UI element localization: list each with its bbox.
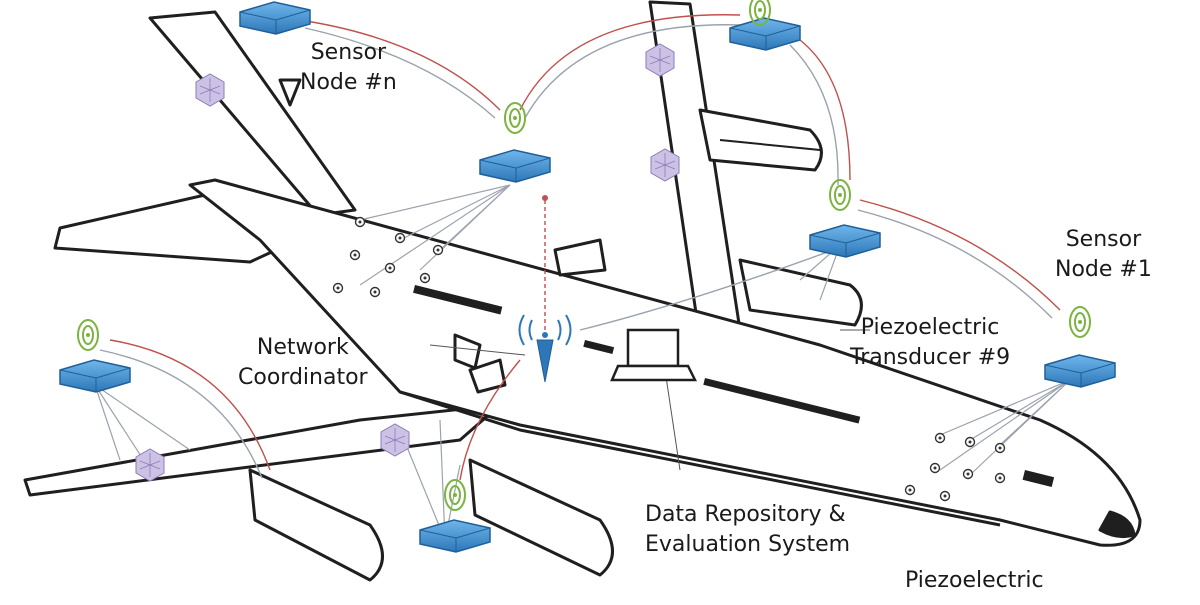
label-line: Sensor — [1065, 227, 1142, 252]
windows — [413, 284, 1055, 487]
label-line: Transducer #9 — [850, 345, 1011, 370]
wireless-links — [99, 14, 1061, 481]
label-sensor-node-1: Sensor Node #1 — [1055, 225, 1152, 285]
label-sensor-node-n: Sensor Node #n — [300, 38, 397, 98]
label-line: Piezoelectric — [860, 315, 1000, 340]
label-line: Data Repository & — [645, 502, 846, 527]
label-line: Network — [256, 335, 349, 360]
label-piezo-transducer-9: Piezoelectric Transducer #9 — [850, 313, 1010, 373]
label-line: Node #1 — [1055, 257, 1152, 282]
label-line: Node #n — [300, 70, 397, 95]
label-line: Coordinator — [238, 365, 368, 390]
aircraft-outline — [23, 0, 1142, 582]
label-line: Evaluation System — [645, 532, 851, 557]
antenna-tower-icon — [518, 195, 572, 383]
label-network-coordinator: Network Coordinator — [238, 333, 368, 393]
label-data-repository: Data Repository & Evaluation System — [645, 500, 850, 560]
laptop-icon — [610, 328, 698, 382]
label-line: Sensor — [310, 40, 387, 65]
label-piezo-bottom: Piezoelectric — [905, 568, 1044, 593]
